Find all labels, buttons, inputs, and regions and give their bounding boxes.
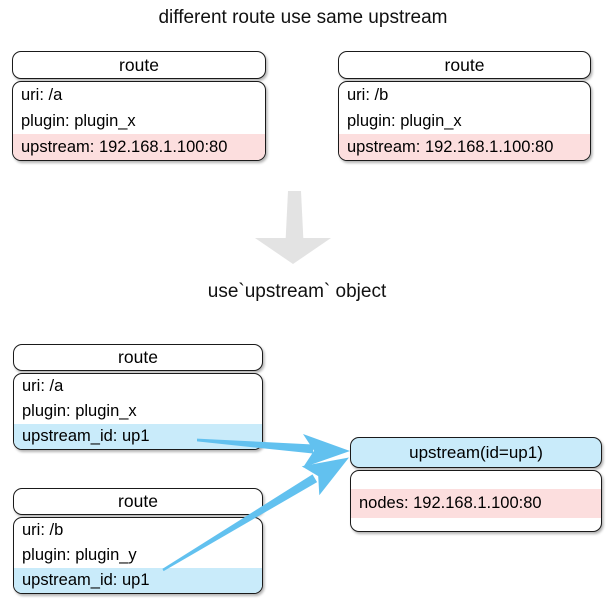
route-attribute-uri: uri: /b	[22, 521, 64, 539]
upstream-attribute-nodes: nodes: 192.168.1.100:80	[351, 489, 601, 518]
route-attribute-plugin: plugin: plugin_x	[21, 111, 136, 130]
route-attribute-uri: uri: /b	[347, 85, 389, 104]
route-box-before-a-title: route	[12, 51, 266, 79]
route-box-after-b-body: uri: /b plugin: plugin_y upstream_id: up…	[13, 517, 263, 594]
transform-arrow-icon	[255, 191, 331, 264]
route-attribute-uri: uri: /a	[22, 377, 64, 395]
route-attribute-upstream-id: upstream_id: up1	[14, 568, 262, 593]
route-box-before-b-body: uri: /b plugin: plugin_x upstream: 192.1…	[338, 81, 591, 161]
diagram-title: different route use same upstream	[158, 7, 448, 28]
route-box-after-a: route uri: /a plugin: plugin_x upstream_…	[13, 344, 263, 450]
upstream-object-title: upstream(id=up1)	[350, 437, 602, 468]
route-box-before-a-body: uri: /a plugin: plugin_x upstream: 192.1…	[12, 81, 266, 161]
route-attribute-upstream-id: upstream_id: up1	[14, 424, 262, 449]
route-attribute-upstream: upstream: 192.168.1.100:80	[13, 134, 265, 160]
transform-caption: use`upstream` object	[207, 281, 387, 302]
route-box-after-a-body: uri: /a plugin: plugin_x upstream_id: up…	[13, 373, 263, 450]
route-box-before-b: route uri: /b plugin: plugin_x upstream:…	[338, 51, 591, 161]
upstream-object-box: upstream(id=up1) nodes: 192.168.1.100:80	[350, 437, 602, 532]
route-box-before-b-title: route	[338, 51, 591, 79]
route-box-after-b: route uri: /b plugin: plugin_y upstream_…	[13, 488, 263, 594]
route-attribute-uri: uri: /a	[21, 85, 63, 104]
route-attribute-plugin: plugin: plugin_y	[22, 546, 137, 564]
route-attribute-upstream: upstream: 192.168.1.100:80	[339, 134, 590, 160]
route-box-after-a-title: route	[13, 344, 263, 371]
route-box-before-a: route uri: /a plugin: plugin_x upstream:…	[12, 51, 266, 161]
route-attribute-plugin: plugin: plugin_x	[347, 111, 462, 130]
route-attribute-plugin: plugin: plugin_x	[22, 402, 137, 420]
upstream-object-body: nodes: 192.168.1.100:80	[350, 470, 602, 532]
route-box-after-b-title: route	[13, 488, 263, 515]
